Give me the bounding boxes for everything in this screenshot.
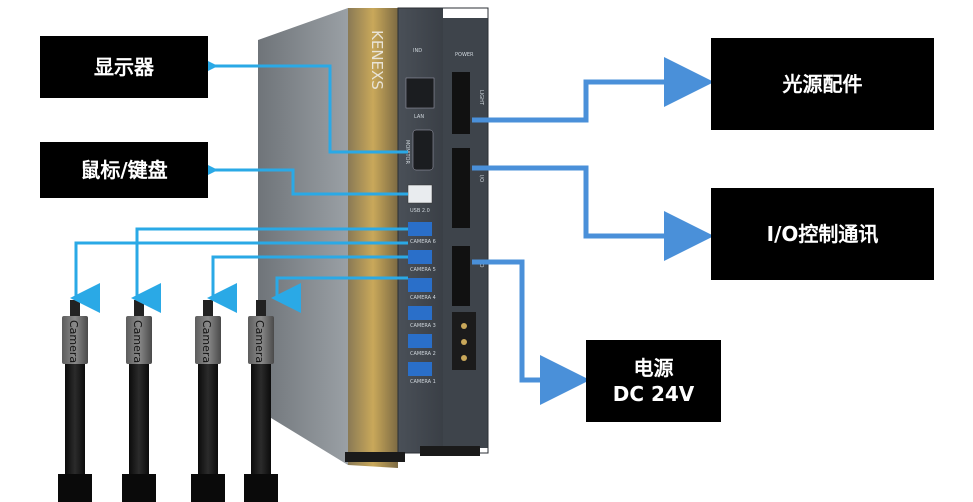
label-power-voltage: DC 24V xyxy=(612,382,695,406)
arrow-light-accessory xyxy=(472,57,714,123)
device-gold-front xyxy=(348,8,398,468)
camera-port-3 xyxy=(408,306,432,320)
industrial-pc: KENEXS IND LAN MONITOR USB 2.0 CAMERA 6 … xyxy=(258,7,489,468)
arrow-camera-3 xyxy=(207,255,408,313)
device-foot xyxy=(420,446,480,456)
camera-port-2 xyxy=(408,334,432,348)
light-terminal-label: LIGHT xyxy=(478,90,484,106)
arrow-power xyxy=(472,259,590,405)
arrow-mouse-keyboard xyxy=(188,155,408,196)
usb-label: USB 2.0 xyxy=(410,208,430,214)
label-power-title: 电源 xyxy=(633,356,674,380)
label-display: 显示器 xyxy=(40,36,208,98)
label-io-comm: I/O控制通讯 xyxy=(711,188,934,280)
label-mouse-keyboard: 鼠标/键盘 xyxy=(40,142,208,198)
lan-port xyxy=(405,77,435,109)
light-terminal xyxy=(452,72,470,134)
camera1-label: CAMERA 1 xyxy=(410,379,436,385)
arrow-camera-1 xyxy=(70,241,408,313)
camera6-label: CAMERA 6 xyxy=(410,239,436,245)
camera-3-label: Camera xyxy=(200,320,213,363)
connection-arrows-right xyxy=(472,57,714,405)
camera-1: Camera xyxy=(58,300,92,502)
camera2-label: CAMERA 2 xyxy=(410,351,436,357)
camera3-label: CAMERA 3 xyxy=(410,323,436,329)
arrow-io-comm xyxy=(472,165,714,261)
arrow-camera-2 xyxy=(131,227,408,313)
label-power: 电源 DC 24V xyxy=(586,340,721,422)
usb-port xyxy=(407,184,433,204)
device-side-panel xyxy=(258,8,348,465)
arrow-camera-4 xyxy=(271,276,408,313)
camera-3: Camera xyxy=(191,300,225,502)
device-foot xyxy=(345,452,405,462)
camera4-label: CAMERA 4 xyxy=(410,295,436,301)
camera-2-label: Camera xyxy=(131,320,144,363)
label-light-accessory: 光源配件 xyxy=(711,38,934,130)
camera-port-4 xyxy=(408,278,432,292)
io-terminal-label: I/O xyxy=(478,175,484,182)
camera-port-5 xyxy=(408,250,432,264)
io-terminal xyxy=(452,148,470,228)
arrow-display xyxy=(188,51,408,154)
connection-arrows-left xyxy=(70,51,408,313)
camera-2: Camera xyxy=(122,300,156,502)
power-panel-label: POWER xyxy=(455,52,474,58)
camera-4-label: Camera xyxy=(253,320,266,363)
hdmi-port xyxy=(412,129,434,171)
io-terminal-2-label: IO xyxy=(478,262,484,267)
brand-logo: KENEXS xyxy=(368,30,386,90)
ind-label: IND xyxy=(413,48,422,54)
io-terminal-2 xyxy=(452,246,470,306)
camera5-label: CAMERA 5 xyxy=(410,267,436,273)
camera-4: Camera xyxy=(244,300,278,502)
camera-1-label: Camera xyxy=(67,320,80,363)
lan-label: LAN xyxy=(414,114,424,120)
camera-port-6 xyxy=(408,222,432,236)
camera-port-1 xyxy=(408,362,432,376)
